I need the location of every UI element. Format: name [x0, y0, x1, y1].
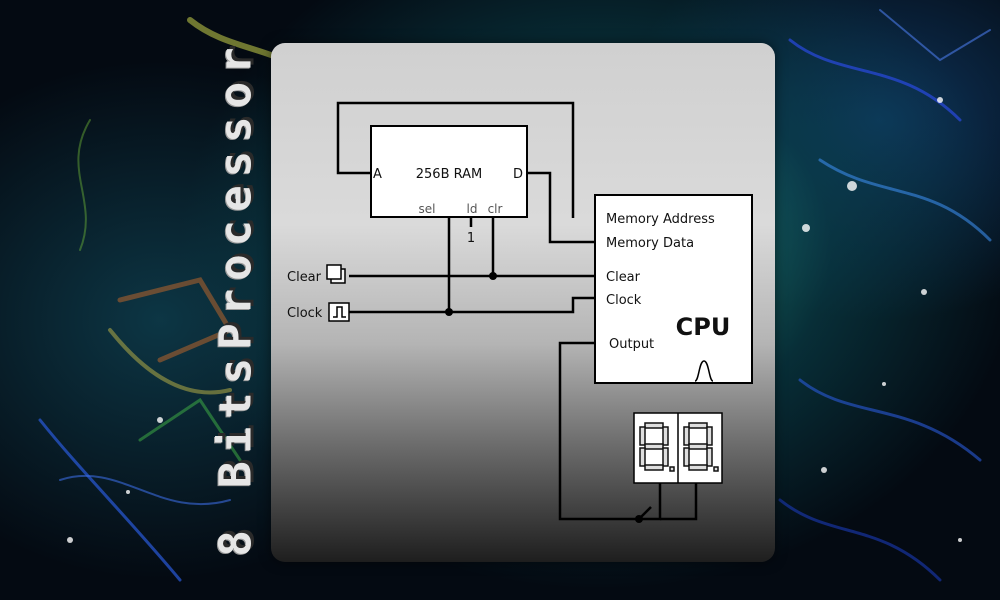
ram-pin-ld: ld	[467, 202, 478, 216]
cpu-port-memory-data: Memory Data	[606, 236, 694, 251]
bg-dot	[882, 382, 886, 386]
bg-dot	[847, 181, 857, 191]
cpu-port-clear: Clear	[606, 270, 641, 285]
bg-streak	[798, 378, 982, 462]
bg-streak	[77, 119, 91, 251]
junction-dot	[635, 515, 643, 523]
ram-title: 256B RAM	[416, 167, 482, 182]
bg-streak	[788, 38, 962, 122]
circuit-panel: 256B RAM A D sel ld clr 1 Memory Address…	[271, 43, 775, 562]
wire-display-1	[635, 477, 662, 521]
cpu-port-memory-address: Memory Address	[606, 212, 715, 227]
clock-input-label: Clock	[287, 306, 323, 321]
cpu-port-clock: Clock	[606, 293, 642, 308]
segment-digit-1	[639, 422, 675, 472]
circuit-diagram: 256B RAM A D sel ld clr 1 Memory Address…	[271, 43, 753, 523]
clear-button-icon[interactable]	[326, 264, 342, 280]
wire-display-2	[660, 477, 698, 521]
ram-port-a: A	[373, 167, 382, 182]
ram-pin-sel: sel	[419, 202, 436, 216]
cpu-block: Memory Address Memory Data Clear Clock O…	[594, 194, 753, 384]
ram-block: 256B RAM A D sel ld clr 1	[370, 125, 528, 246]
cpu-title: CPU	[676, 313, 731, 341]
bg-streak	[879, 9, 991, 62]
clear-input-label: Clear	[287, 270, 322, 285]
wire-address-loop	[336, 101, 575, 218]
square-wave-icon	[333, 306, 346, 318]
bg-streak	[138, 397, 242, 462]
ram-port-d: D	[513, 167, 523, 182]
bg-dot	[921, 289, 927, 295]
wire-memory-data	[527, 171, 595, 244]
seven-segment-display: 88	[271, 43, 723, 484]
bg-streak	[117, 277, 234, 363]
wire-output	[558, 341, 639, 521]
bg-streak	[818, 158, 992, 242]
junction-dot	[445, 308, 453, 316]
clock-pulse-icon	[694, 360, 714, 382]
bg-streak	[778, 498, 942, 582]
bg-streak	[38, 418, 182, 582]
ram-pin-clr: clr	[488, 202, 503, 216]
clock-input[interactable]: Clock	[287, 302, 350, 322]
segment-digit-2	[683, 422, 719, 472]
clock-input-box[interactable]	[328, 302, 350, 322]
display-value: 88	[271, 43, 273, 44]
bg-dot	[126, 490, 130, 494]
cpu-port-output: Output	[609, 337, 654, 352]
bg-dot	[821, 467, 827, 473]
bg-streak	[108, 328, 232, 395]
bg-dot	[802, 224, 810, 232]
clear-input[interactable]: Clear	[287, 264, 346, 285]
ram-ld-constant: 1	[467, 231, 475, 246]
wire-clock	[349, 296, 595, 314]
junction-dot	[489, 272, 497, 280]
bg-dot	[958, 538, 962, 542]
bg-dot	[67, 537, 73, 543]
side-title: 8 BitsProcessor	[210, 39, 262, 557]
bg-dot	[157, 417, 163, 423]
bg-dot	[937, 97, 943, 103]
bg-streak	[59, 474, 231, 506]
